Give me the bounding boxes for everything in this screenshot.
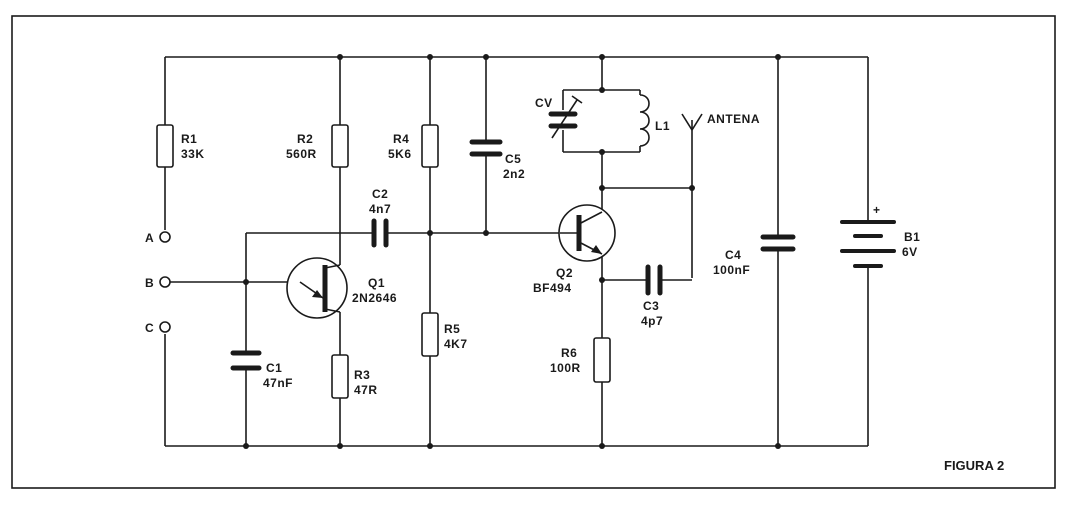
svg-text:R4: R4 — [393, 132, 409, 146]
terminal-b: B — [145, 276, 171, 290]
svg-text:100R: 100R — [550, 361, 581, 375]
inductor-l1: L1 — [639, 94, 670, 147]
svg-text:C3: C3 — [643, 299, 659, 313]
svg-text:560R: 560R — [286, 147, 317, 161]
svg-text:C2: C2 — [372, 187, 388, 201]
capacitor-c3: C3 4p7 — [641, 264, 663, 328]
svg-text:B1: B1 — [904, 230, 920, 244]
svg-text:2n2: 2n2 — [503, 167, 525, 181]
svg-text:47R: 47R — [354, 383, 378, 397]
svg-text:C5: C5 — [505, 152, 521, 166]
variable-capacitor-cv: CV — [535, 95, 583, 139]
transistor-q2: Q2 BF494 — [533, 204, 616, 295]
svg-text:A: A — [145, 231, 154, 245]
svg-text:L1: L1 — [655, 119, 670, 133]
resistor-r1: R1 33K — [156, 124, 205, 168]
svg-text:33K: 33K — [181, 147, 205, 161]
resistor-r4: R4 5K6 — [388, 124, 439, 168]
svg-text:Q1: Q1 — [368, 276, 385, 290]
resistor-r2: R2 560R — [286, 124, 349, 168]
svg-text:BF494: BF494 — [533, 281, 572, 295]
resistor-r6: R6 100R — [550, 337, 611, 383]
resistor-r3: R3 47R — [331, 354, 378, 399]
capacitor-c5: C5 2n2 — [469, 139, 525, 181]
svg-text:R5: R5 — [444, 322, 460, 336]
transistor-q1: Q1 2N2646 — [286, 257, 397, 319]
svg-text:R6: R6 — [561, 346, 577, 360]
wires — [164, 56, 869, 447]
svg-text:ANTENA: ANTENA — [707, 112, 760, 126]
svg-text:C: C — [145, 321, 154, 335]
figure-border — [11, 15, 1056, 489]
battery-b1: + B1 6V — [840, 203, 920, 268]
svg-text:100nF: 100nF — [713, 263, 750, 277]
svg-text:+: + — [873, 203, 881, 217]
svg-text:47nF: 47nF — [263, 376, 293, 390]
capacitor-c2: C2 4n7 — [369, 187, 391, 248]
svg-text:Q2: Q2 — [556, 266, 573, 280]
capacitor-c4: C4 100nF — [713, 234, 796, 277]
figure-caption: FIGURA 2 — [944, 458, 1004, 473]
junction-dots — [243, 54, 781, 449]
terminal-c: C — [145, 321, 171, 335]
resistor-r5: R5 4K7 — [421, 312, 468, 357]
svg-text:4n7: 4n7 — [369, 202, 391, 216]
antenna: ANTENA — [681, 112, 760, 131]
svg-text:C4: C4 — [725, 248, 741, 262]
terminal-a: A — [145, 231, 171, 245]
svg-text:4p7: 4p7 — [641, 314, 663, 328]
svg-text:2N2646: 2N2646 — [352, 291, 397, 305]
svg-text:4K7: 4K7 — [444, 337, 468, 351]
svg-text:B: B — [145, 276, 154, 290]
svg-text:R1: R1 — [181, 132, 197, 146]
svg-text:C1: C1 — [266, 361, 282, 375]
capacitor-c1: C1 47nF — [230, 350, 293, 390]
svg-text:R3: R3 — [354, 368, 370, 382]
svg-text:6V: 6V — [902, 245, 918, 259]
svg-text:5K6: 5K6 — [388, 147, 412, 161]
svg-text:R2: R2 — [297, 132, 313, 146]
svg-text:CV: CV — [535, 96, 553, 110]
